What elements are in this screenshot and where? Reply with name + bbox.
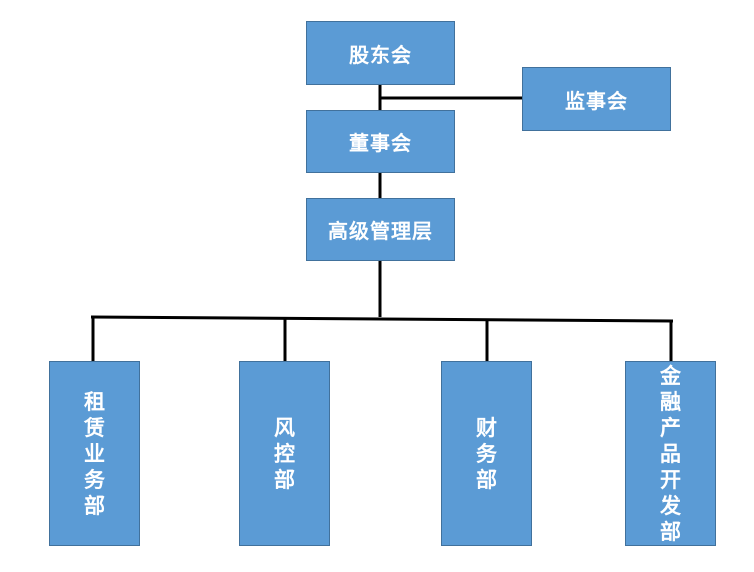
department-box: 金融产品开发部 [625,361,716,546]
senior-management-box: 高级管理层 [306,198,455,261]
department-label-char: 发 [660,493,681,518]
connector-horizontal-bus [90,315,674,323]
board-label: 董事会 [349,131,412,155]
department-label-char: 务 [476,441,497,466]
department-box: 租赁业务部 [49,361,140,546]
department-label-char: 租 [84,389,105,414]
department-label-char: 产 [660,415,681,440]
department-label: 租赁业务部 [84,389,105,519]
department-label-char: 部 [476,467,497,492]
shareholders-box: 股东会 [306,21,455,85]
department-label-char: 品 [660,441,681,466]
department-box: 风控部 [239,361,330,546]
department-label-char: 务 [84,467,105,492]
supervisors-box: 监事会 [522,67,671,131]
senior-management-label: 高级管理层 [328,219,433,243]
department-label-char: 部 [274,467,295,492]
department-label-char: 部 [84,493,105,518]
department-label-char: 控 [274,441,295,466]
department-box: 财务部 [441,361,532,546]
department-label-char: 财 [476,415,497,440]
department-label-char: 业 [84,441,105,466]
department-label: 风控部 [274,415,295,493]
department-label-char: 开 [660,467,681,492]
supervisors-label: 监事会 [565,88,628,113]
board-box: 董事会 [306,110,455,173]
department-label-char: 部 [660,519,681,544]
shareholders-label: 股东会 [349,42,412,67]
department-label-char: 风 [274,415,295,440]
department-label-char: 金 [660,363,681,388]
department-label: 财务部 [476,415,497,493]
department-label: 金融产品开发部 [660,363,681,545]
department-label-char: 融 [660,389,681,414]
department-label-char: 赁 [84,415,105,440]
